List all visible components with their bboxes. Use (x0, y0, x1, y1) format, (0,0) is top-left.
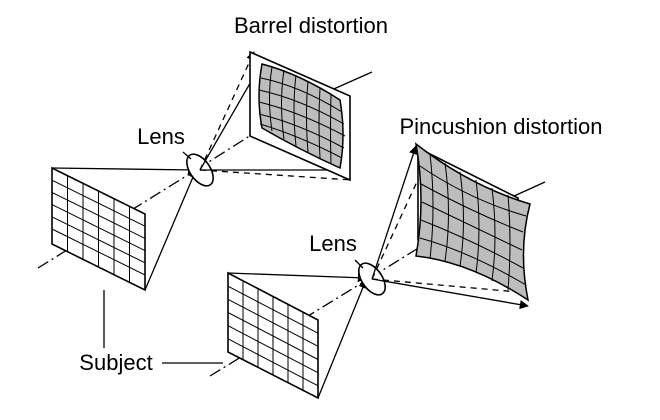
barrel-distortion-label: Barrel distortion (234, 13, 388, 38)
ray-actual-top-lower (371, 145, 418, 280)
subject-grid-upper (51, 166, 146, 292)
pincushion-distortion-label: Pincushion distortion (399, 114, 602, 139)
barrel-distorted-image (258, 63, 346, 170)
ray-subject-bottom-lower (317, 279, 368, 399)
ray-ideal-bottom-upper (199, 169, 353, 181)
ray-subject-top-lower (227, 272, 367, 283)
pincushion-distorted-image (414, 142, 531, 302)
barrel-system (37, 50, 373, 292)
subject-label: Subject (79, 350, 152, 375)
subject-grid-lower (227, 271, 319, 400)
optical-axis-upper-mid (195, 103, 301, 171)
ray-subject-top-upper (51, 165, 197, 175)
lens-upper-leader (182, 151, 192, 160)
ray-ideal-top-upper (199, 51, 255, 171)
ray-ideal-bottom-lower (371, 278, 519, 293)
pincushion-system (209, 142, 546, 400)
lens-lower-label: Lens (309, 231, 357, 256)
lens-upper-label: Lens (137, 124, 185, 149)
lens-lower-leader (354, 259, 364, 269)
ray-subject-bottom-upper (144, 169, 197, 291)
ray-actual-bottom-lower (371, 278, 529, 310)
